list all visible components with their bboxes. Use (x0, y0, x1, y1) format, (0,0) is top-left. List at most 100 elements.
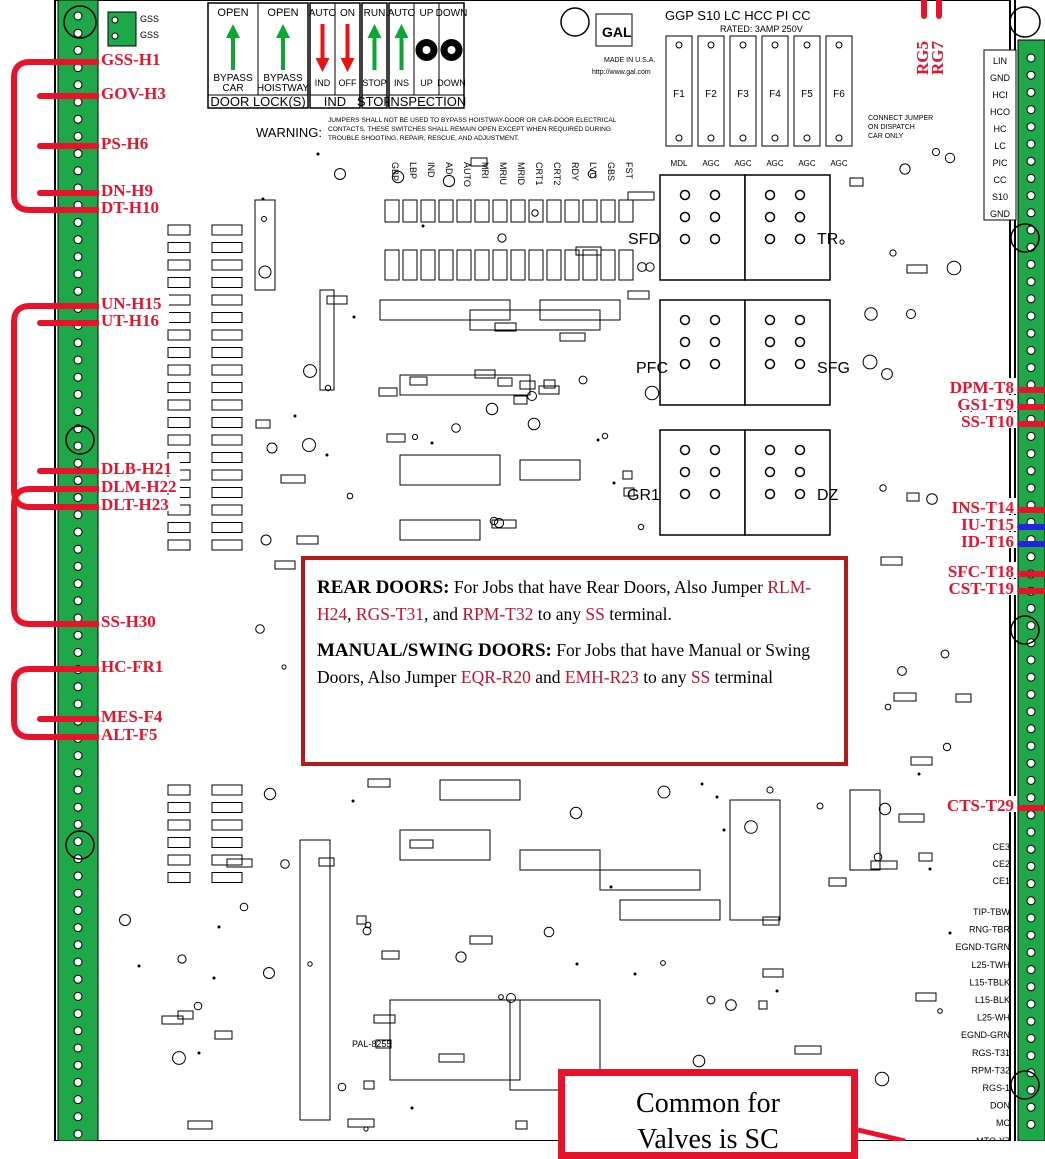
led-label: CRT1 (534, 162, 544, 185)
terminal-screw (1026, 208, 1036, 218)
gal-logo: GAL (595, 13, 633, 47)
terminal-screw (1026, 999, 1036, 1009)
terminal-label: S10 (992, 192, 1008, 202)
terminal-screw (1026, 707, 1036, 717)
terminal-screw (73, 544, 83, 554)
svg-text:GSS: GSS (140, 14, 159, 24)
fuse-rating: RATED: 3AMP 250V (720, 24, 803, 34)
led-label: MRIU (498, 162, 508, 185)
fuse-holder (825, 35, 853, 147)
relay-label: DZ (817, 487, 839, 504)
label-backing (99, 84, 169, 100)
terminal-screw (73, 1026, 83, 1036)
terminal-screw (73, 682, 83, 692)
terminal-screw (73, 785, 83, 795)
terminal-label: L15-BLK (975, 995, 1010, 1005)
manual-doors-note: MANUAL/SWING DOORS: For Jobs that have M… (317, 637, 832, 690)
terminal-screw (1026, 879, 1036, 889)
left-jumper-wires (11, 59, 101, 740)
label-gss-h1: GSS-H1 (101, 50, 161, 69)
led-label: GBP (390, 162, 400, 181)
terminal-screw (73, 493, 83, 503)
terminal-screw (73, 114, 83, 124)
terminal-screw (1026, 431, 1036, 441)
label-backing (99, 198, 169, 214)
terminal-screw (73, 871, 83, 881)
terminal-label: CC (994, 175, 1007, 185)
switch-bottom-label: IND (315, 78, 331, 88)
led-label: CRT2 (552, 162, 562, 185)
label-dpm-t8: DPM-T8 (950, 378, 1014, 397)
terminal-label: HCO (990, 107, 1010, 117)
terminal-screw (73, 974, 83, 984)
terminal-screw (1026, 363, 1036, 373)
terminal-screw (73, 149, 83, 159)
terminal-screw (1026, 1016, 1036, 1026)
terminal-label: L25-TWH (971, 960, 1010, 970)
common-valves-box: Common for Valves is SC (558, 1069, 858, 1159)
led-label: LBP (408, 162, 418, 179)
terminal-screw (73, 837, 83, 847)
label-ps-h6: PS-H6 (101, 134, 148, 153)
switch-top-label: RUN (364, 8, 386, 19)
terminal-screw (73, 269, 83, 279)
terminal-screw (73, 579, 83, 589)
switch-bottom-label: INS (394, 78, 409, 88)
terminal-screw (1026, 1033, 1036, 1043)
terminal-screw (73, 802, 83, 812)
terminal-screw (73, 217, 83, 227)
arrow-up-icon (367, 24, 382, 38)
relay-label: PFC (636, 360, 668, 377)
label-mes-f4: MES-F4 (101, 707, 163, 726)
terminal-screw (1026, 311, 1036, 321)
manual-doors-text-3: to any (643, 667, 687, 687)
terminal-label: EGND-GRN (961, 1030, 1010, 1040)
terminal-screw (1026, 965, 1036, 975)
led-label: RDY (570, 162, 580, 181)
terminal-screw (73, 561, 83, 571)
code-rlm-h24: RLM-H24 (317, 577, 812, 624)
terminal-screw (73, 1129, 83, 1139)
terminal-screw (1026, 724, 1036, 734)
switch-group-title: DOOR LOCK(S) (210, 94, 305, 109)
label-gov-h3: GOV-H3 (101, 84, 166, 103)
terminal-label: L25-WH (977, 1013, 1010, 1023)
label-ss-t10: SS-T10 (961, 412, 1014, 431)
url-text: http://www.gal.com (592, 69, 651, 76)
terminal-screw (73, 372, 83, 382)
terminal-label: MC (996, 1118, 1010, 1128)
arrow-down-icon (340, 58, 355, 72)
terminal-screw (73, 1112, 83, 1122)
rear-doors-text-2: to any (537, 604, 581, 624)
led-label: MRI (480, 162, 490, 179)
warning-line-2: CONTACTS. THESE SWITCHES SHALL REMAIN OP… (328, 126, 611, 133)
label-gs1-t9: GS1-T9 (957, 395, 1014, 414)
switch-top-label: DOWN (436, 8, 468, 19)
manual-doors-text: For Jobs that have Manual or Swing Doors… (317, 640, 810, 687)
terminal-screw (73, 475, 83, 485)
svg-text:ON DISPATCH: ON DISPATCH (868, 124, 915, 131)
terminal-screw (73, 355, 83, 365)
label-backing (939, 562, 1016, 578)
terminal-screw (1026, 466, 1036, 476)
terminal-screw (73, 957, 83, 967)
terminal-screw (73, 1060, 83, 1070)
svg-text:CONNECT JUMPER: CONNECT JUMPER (868, 115, 933, 122)
terminal-screw (1026, 810, 1036, 820)
terminal-screw (1026, 277, 1036, 287)
terminal-screw (1026, 122, 1036, 132)
terminal-screw (1026, 793, 1036, 803)
manual-doors-and: and (535, 667, 561, 687)
terminal-screw (73, 940, 83, 950)
label-backing (99, 657, 169, 673)
fuse-label: F3 (737, 89, 749, 100)
terminal-screw (73, 630, 83, 640)
terminal-screw (1026, 689, 1036, 699)
made-in-text: MADE IN U.S.A. (604, 57, 655, 64)
terminal-screw (73, 1043, 83, 1053)
label-cts-t29: CTS-T29 (947, 796, 1014, 815)
doors-note-box: REAR DOORS: For Jobs that have Rear Door… (301, 556, 848, 766)
code-eqr-r20: EQR-R20 (460, 667, 531, 687)
